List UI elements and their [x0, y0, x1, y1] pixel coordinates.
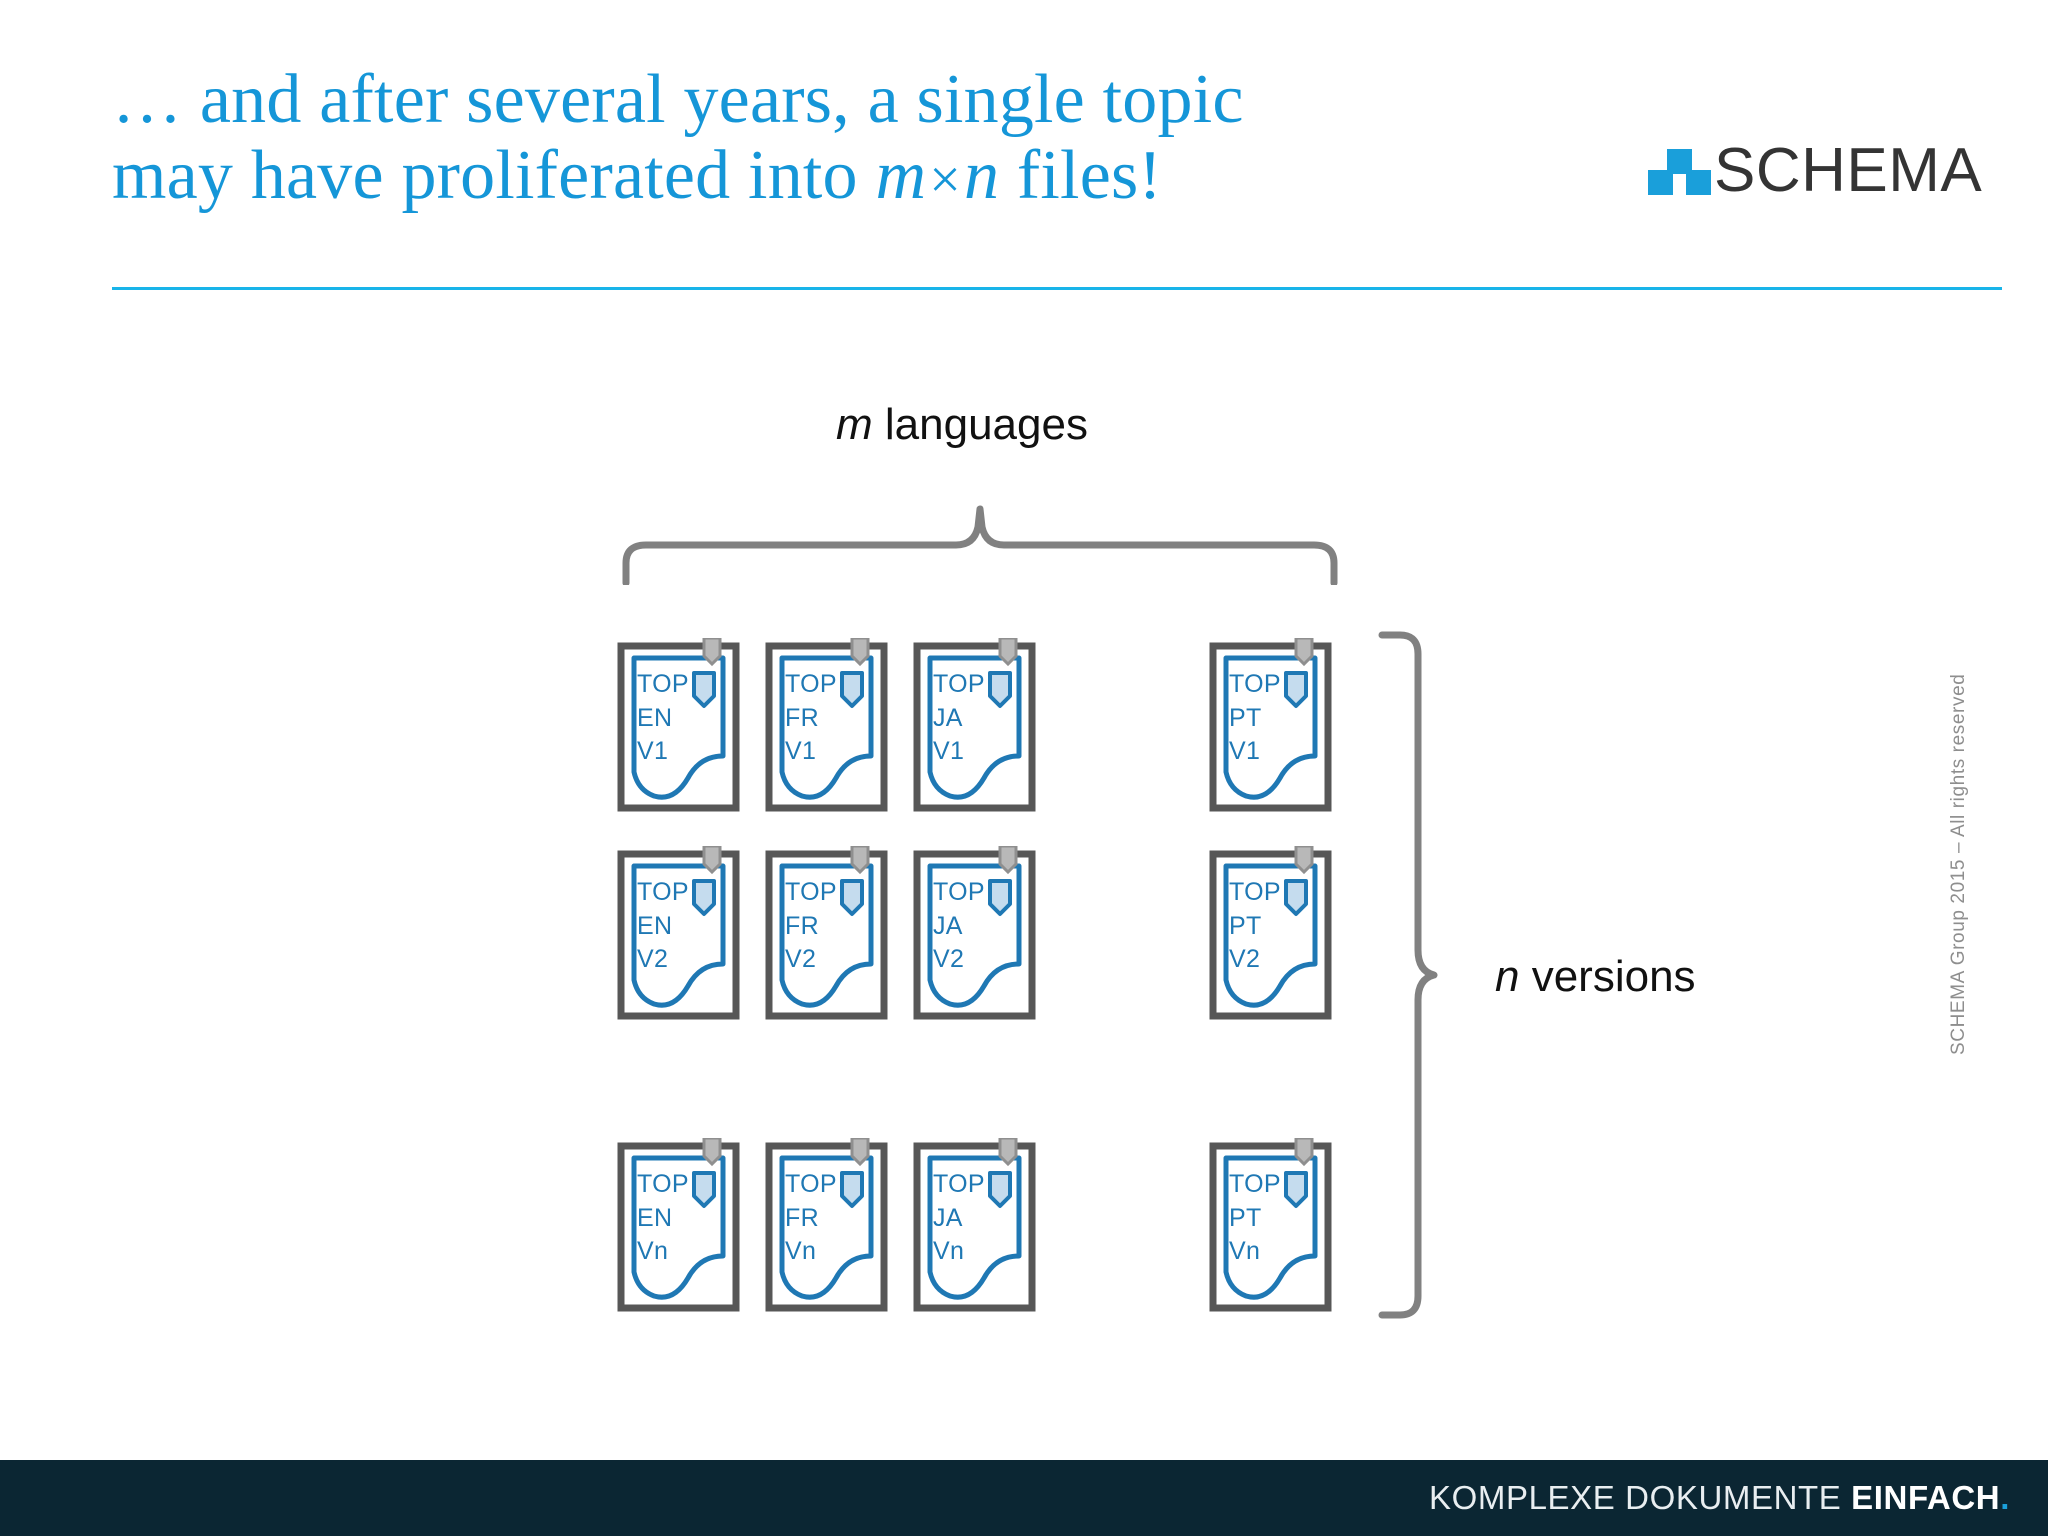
right-brace-icon: [1378, 631, 1438, 1319]
document-glyph-icon: [765, 846, 888, 1020]
logo-square-bottom-left: [1648, 170, 1673, 195]
title-line-1: … and after several years, a single topi…: [112, 61, 1632, 138]
document-icon-ja-v2[interactable]: TOP JA V2: [912, 846, 1037, 1021]
document-glyph-icon: [913, 846, 1036, 1020]
document-glyph-icon: [765, 638, 888, 812]
document-icon-fr-vn[interactable]: TOP FR Vn: [764, 1138, 889, 1313]
title-times-symbol: ×: [929, 149, 961, 212]
document-glyph-icon: [617, 638, 740, 812]
logo-square-bottom-right: [1686, 170, 1711, 195]
document-icon-fr-v1[interactable]: TOP FR V1: [764, 638, 889, 813]
document-glyph-icon: [1209, 638, 1332, 812]
document-glyph-icon: [913, 1138, 1036, 1312]
document-icon-ja-vn[interactable]: TOP JA Vn: [912, 1138, 1037, 1313]
footer-bar: KOMPLEXE DOKUMENTE EINFACH.: [0, 1460, 2048, 1536]
document-icon-pt-vn[interactable]: TOP PT Vn: [1208, 1138, 1333, 1313]
document-icon-fr-v2[interactable]: TOP FR V2: [764, 846, 889, 1021]
document-glyph-icon: [1209, 1138, 1332, 1312]
document-glyph-icon: [617, 846, 740, 1020]
m-variable: m: [836, 400, 873, 449]
document-glyph-icon: [1209, 846, 1332, 1020]
document-glyph-icon: [765, 1138, 888, 1312]
footer-tagline-dot: .: [2000, 1479, 2010, 1516]
document-icon-en-vn[interactable]: TOP EN Vn: [616, 1138, 741, 1313]
logo-square-top: [1667, 149, 1692, 174]
schema-logo: SCHEMA: [1648, 140, 1982, 202]
m-languages-label: m languages: [836, 400, 1088, 450]
title-line-1-text: … and after several years, a single topi…: [112, 61, 1244, 138]
document-icon-pt-v2[interactable]: TOP PT V2: [1208, 846, 1333, 1021]
title-divider: [112, 287, 2002, 290]
schema-logo-mark-icon: [1648, 149, 1711, 195]
document-icon-en-v1[interactable]: TOP EN V1: [616, 638, 741, 813]
document-glyph-icon: [617, 1138, 740, 1312]
m-languages-text: languages: [872, 400, 1088, 449]
n-versions-text: versions: [1519, 952, 1696, 1001]
n-variable: n: [1495, 952, 1520, 1001]
copyright-notice: SCHEMA Group 2015 – All rights reserved: [1948, 673, 1969, 1055]
top-brace-icon: [622, 505, 1338, 585]
title-line-2-suffix: files!: [999, 137, 1162, 215]
title-line-2-prefix: may have proliferated into: [112, 137, 876, 215]
schema-logo-text: SCHEMA: [1714, 136, 1983, 205]
document-icon-en-v2[interactable]: TOP EN V2: [616, 846, 741, 1021]
footer-tagline-bold: EINFACH: [1851, 1479, 2001, 1516]
title-line-2: may have proliferated into m×n files!: [112, 138, 1632, 214]
document-icon-pt-v1[interactable]: TOP PT V1: [1208, 638, 1333, 813]
title-variable-n: n: [964, 137, 1000, 215]
document-glyph-icon: [913, 638, 1036, 812]
footer-tagline: KOMPLEXE DOKUMENTE EINFACH.: [1429, 1479, 2010, 1517]
title-variable-m: m: [875, 137, 927, 215]
page-title: … and after several years, a single topi…: [112, 61, 1632, 215]
footer-tagline-light: KOMPLEXE DOKUMENTE: [1429, 1479, 1852, 1516]
document-icon-ja-v1[interactable]: TOP JA V1: [912, 638, 1037, 813]
n-versions-label: n versions: [1495, 952, 1696, 1002]
